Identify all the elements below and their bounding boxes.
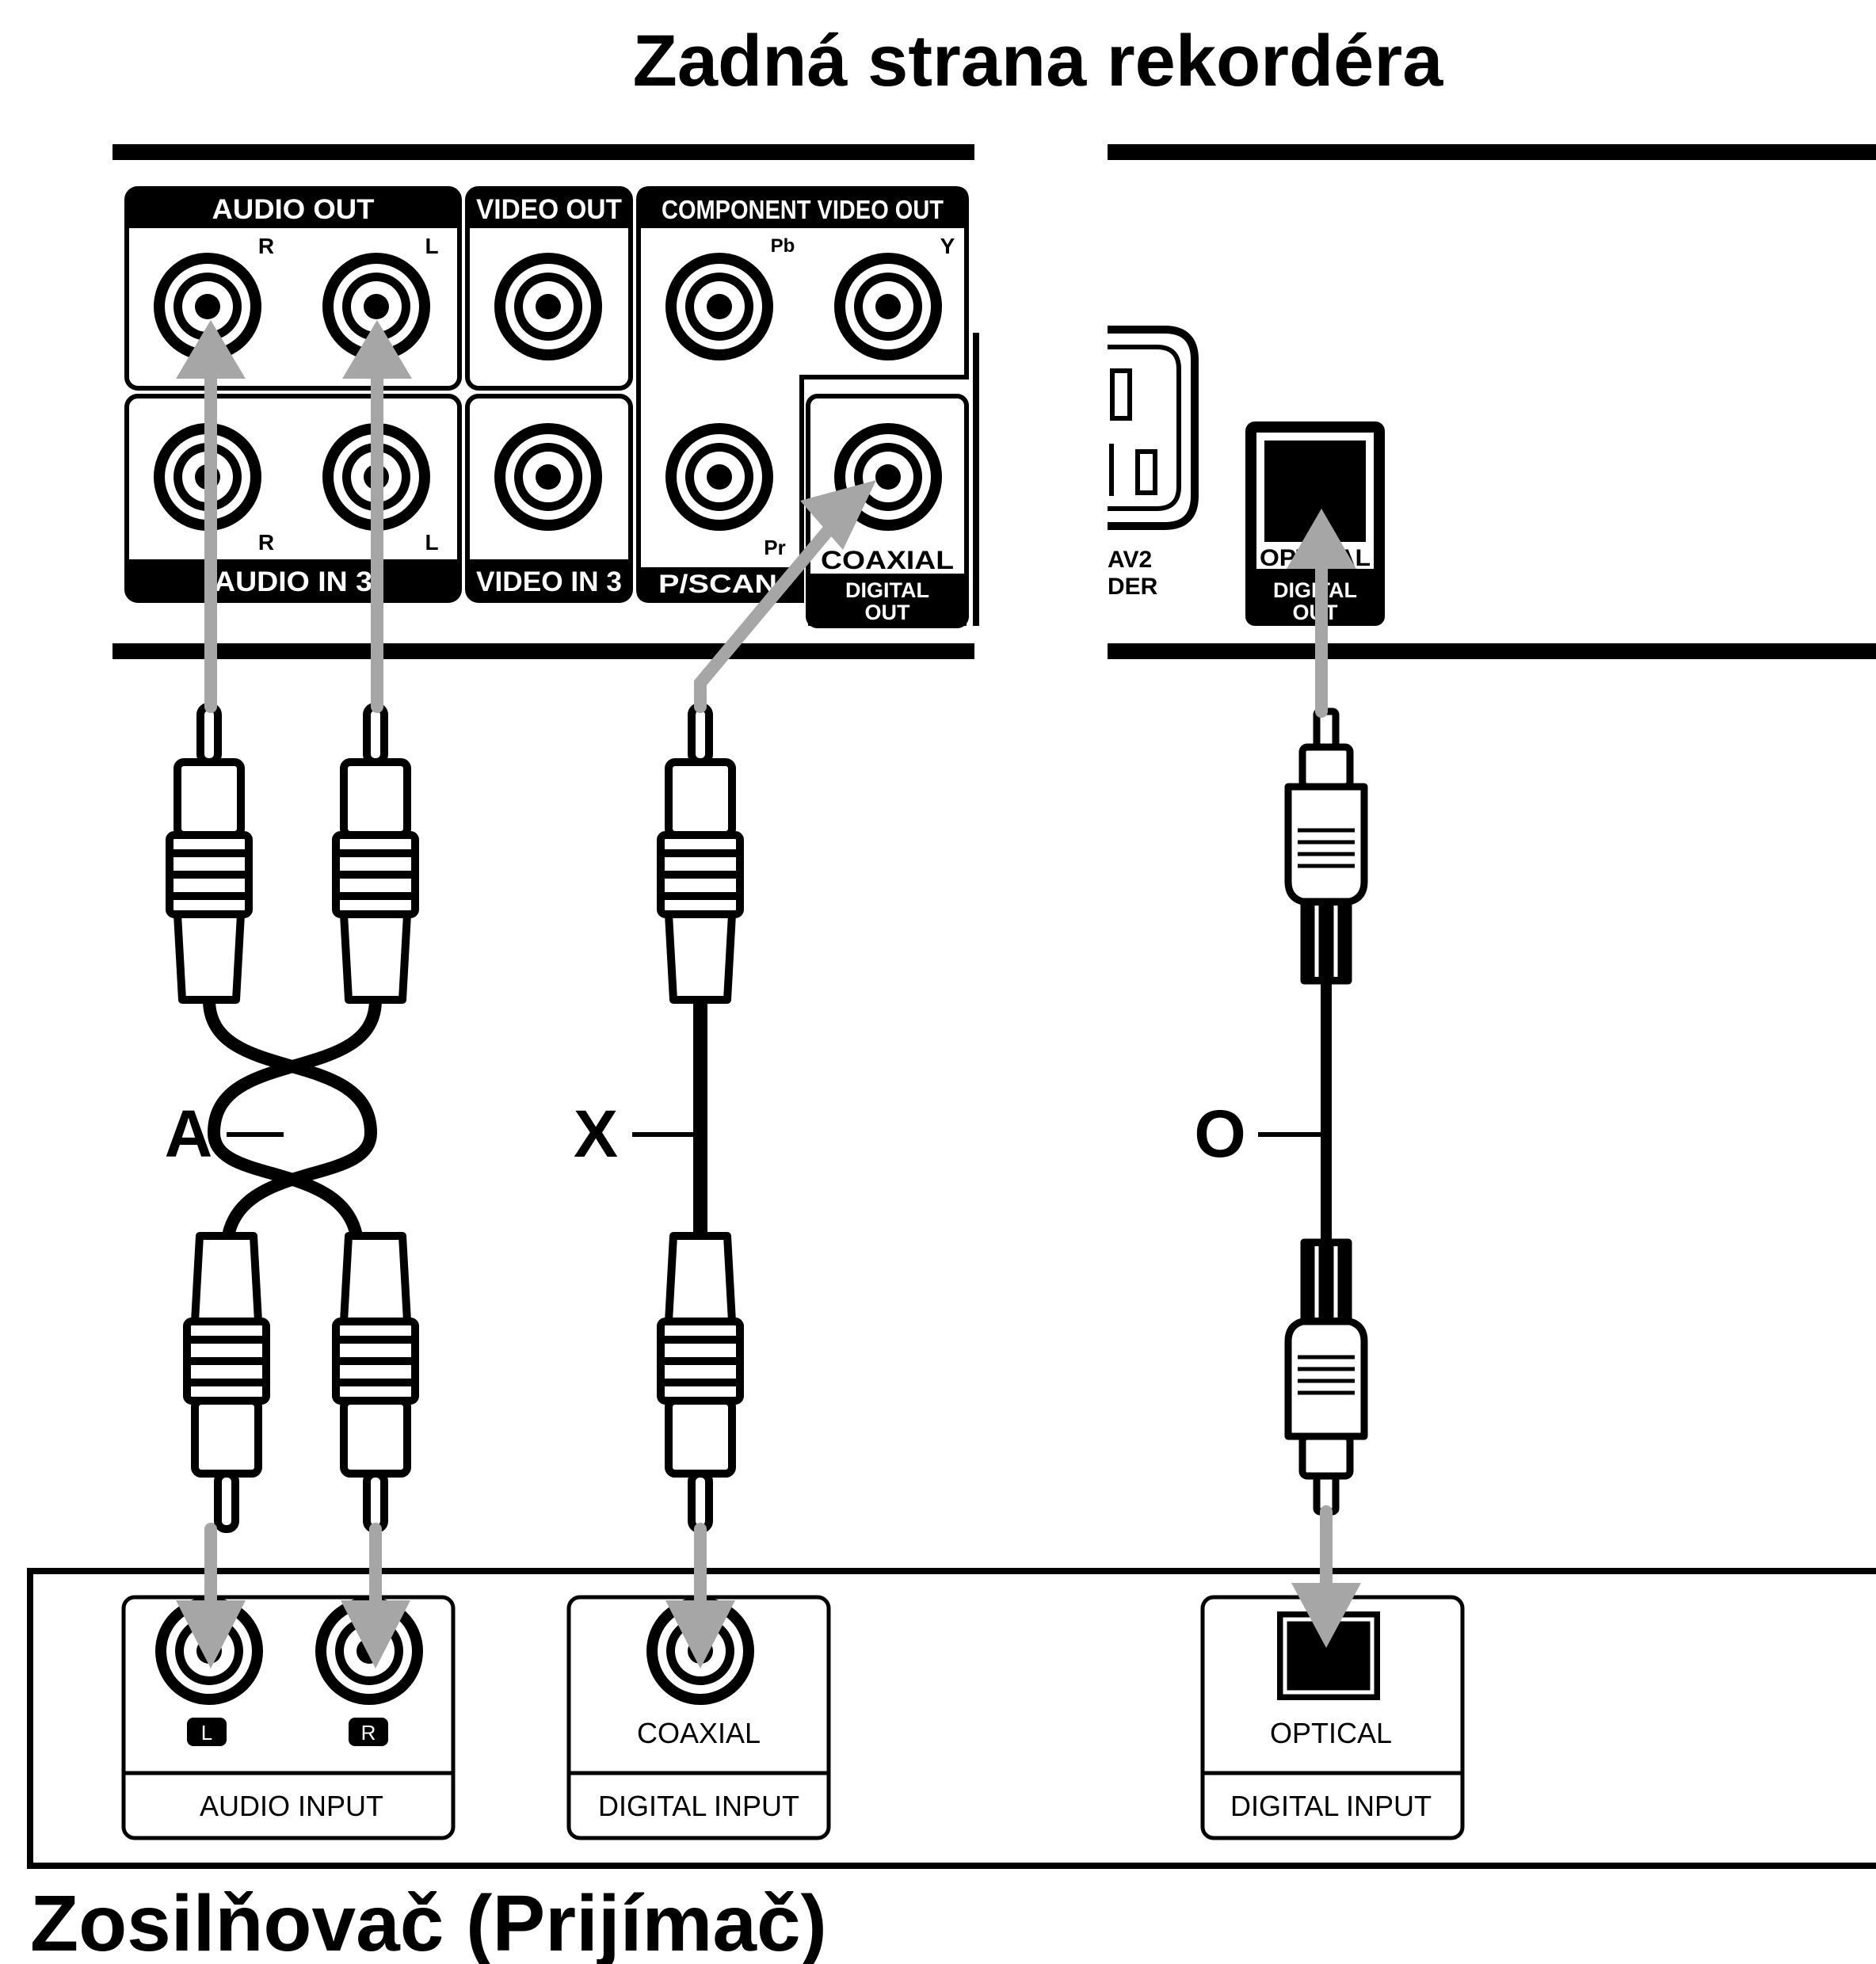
pscan-label: P/SCAN xyxy=(658,570,777,598)
component-pr-jack[interactable] xyxy=(665,423,773,531)
amp-audio-input-label: AUDIO INPUT xyxy=(200,1790,383,1822)
audio-plug-top-right xyxy=(336,707,415,1000)
optical-cable-o: O xyxy=(1194,711,1364,1512)
component-video-out-label: COMPONENT VIDEO OUT xyxy=(662,195,944,224)
amplifier-panel: L R AUDIO INPUT COAXIAL DIGITAL INPUT OP… xyxy=(27,1568,1876,1869)
optical-plug-bottom xyxy=(1288,1242,1364,1512)
coaxial-out-digital-line2: OUT xyxy=(865,601,911,624)
cable-x-label: X xyxy=(574,1096,618,1171)
audio-plug-bottom-right xyxy=(336,1236,415,1529)
audio-in3-r-label: R xyxy=(258,530,274,555)
component-pr-label: Pr xyxy=(764,536,785,559)
coaxial-out-label: COAXIAL xyxy=(821,546,954,574)
component-pb-jack[interactable] xyxy=(665,253,773,360)
video-out-group: VIDEO OUT xyxy=(465,186,633,391)
optical-plug-top xyxy=(1288,711,1364,981)
coaxial-digital-out-group: COAXIAL DIGITAL OUT xyxy=(806,333,979,628)
av2-line1: AV2 xyxy=(1108,547,1152,573)
audio-in3-group: AUDIO IN 3 R L xyxy=(124,394,462,603)
amp-audio-l-label: L xyxy=(201,1721,212,1745)
coaxial-cable-x: X xyxy=(574,707,740,1529)
video-in3-jack[interactable] xyxy=(494,423,602,531)
audio-plug-bottom-left xyxy=(187,1236,266,1529)
video-out-label: VIDEO OUT xyxy=(476,194,622,225)
audio-out-group: AUDIO OUT R L xyxy=(124,186,462,391)
amp-audio-r-label: R xyxy=(361,1721,376,1745)
component-y-jack[interactable] xyxy=(834,253,942,360)
video-in3-label: VIDEO IN 3 xyxy=(476,566,622,597)
component-y-label: Y xyxy=(940,234,955,258)
amp-optical-group-label: DIGITAL INPUT xyxy=(1230,1790,1432,1822)
recorder-rear-panel: AUDIO OUT R L AUDIO IN 3 R L VIDEO OUT V… xyxy=(112,144,1876,659)
amp-optical-input-group: OPTICAL DIGITAL INPUT xyxy=(1200,1595,1465,1840)
amp-coaxial-input-group: COAXIAL DIGITAL INPUT xyxy=(566,1595,831,1840)
coaxial-out-digital-line1: DIGITAL xyxy=(845,578,929,602)
cable-a-label: A xyxy=(165,1096,213,1171)
component-video-out-group: COMPONENT VIDEO OUT Pb Y Pr P/SCAN xyxy=(636,186,969,603)
video-out-jack[interactable] xyxy=(494,253,602,360)
amp-coaxial-group-label: DIGITAL INPUT xyxy=(598,1790,799,1822)
amp-optical-label: OPTICAL xyxy=(1270,1717,1392,1749)
audio-out-label: AUDIO OUT xyxy=(212,194,375,225)
amp-audio-input-group: L R AUDIO INPUT xyxy=(121,1595,456,1840)
audio-out-l-label: L xyxy=(425,234,438,258)
audio-in3-l-label: L xyxy=(425,530,438,555)
coaxial-plug-top xyxy=(661,707,740,1000)
audio-plug-top-left xyxy=(170,707,249,1000)
video-in3-group: VIDEO IN 3 xyxy=(465,394,633,603)
audio-in3-label: AUDIO IN 3 xyxy=(214,566,372,597)
audio-cable-a: A xyxy=(165,707,415,1529)
cable-o-label: O xyxy=(1194,1096,1245,1171)
coaxial-plug-bottom xyxy=(661,1236,740,1529)
connection-arrows xyxy=(176,320,1361,1668)
av2-line2: DER xyxy=(1108,574,1158,600)
page-title: Zadná strana rekordéra xyxy=(633,21,1443,101)
amplifier-title: Zosilňovač (Prijímač) xyxy=(30,1879,827,1964)
audio-out-r-label: R xyxy=(258,234,274,258)
component-pb-label: Pb xyxy=(771,235,795,257)
amp-coaxial-label: COAXIAL xyxy=(637,1717,761,1749)
av2-connector-partial: AV2 DER xyxy=(1108,326,1199,600)
